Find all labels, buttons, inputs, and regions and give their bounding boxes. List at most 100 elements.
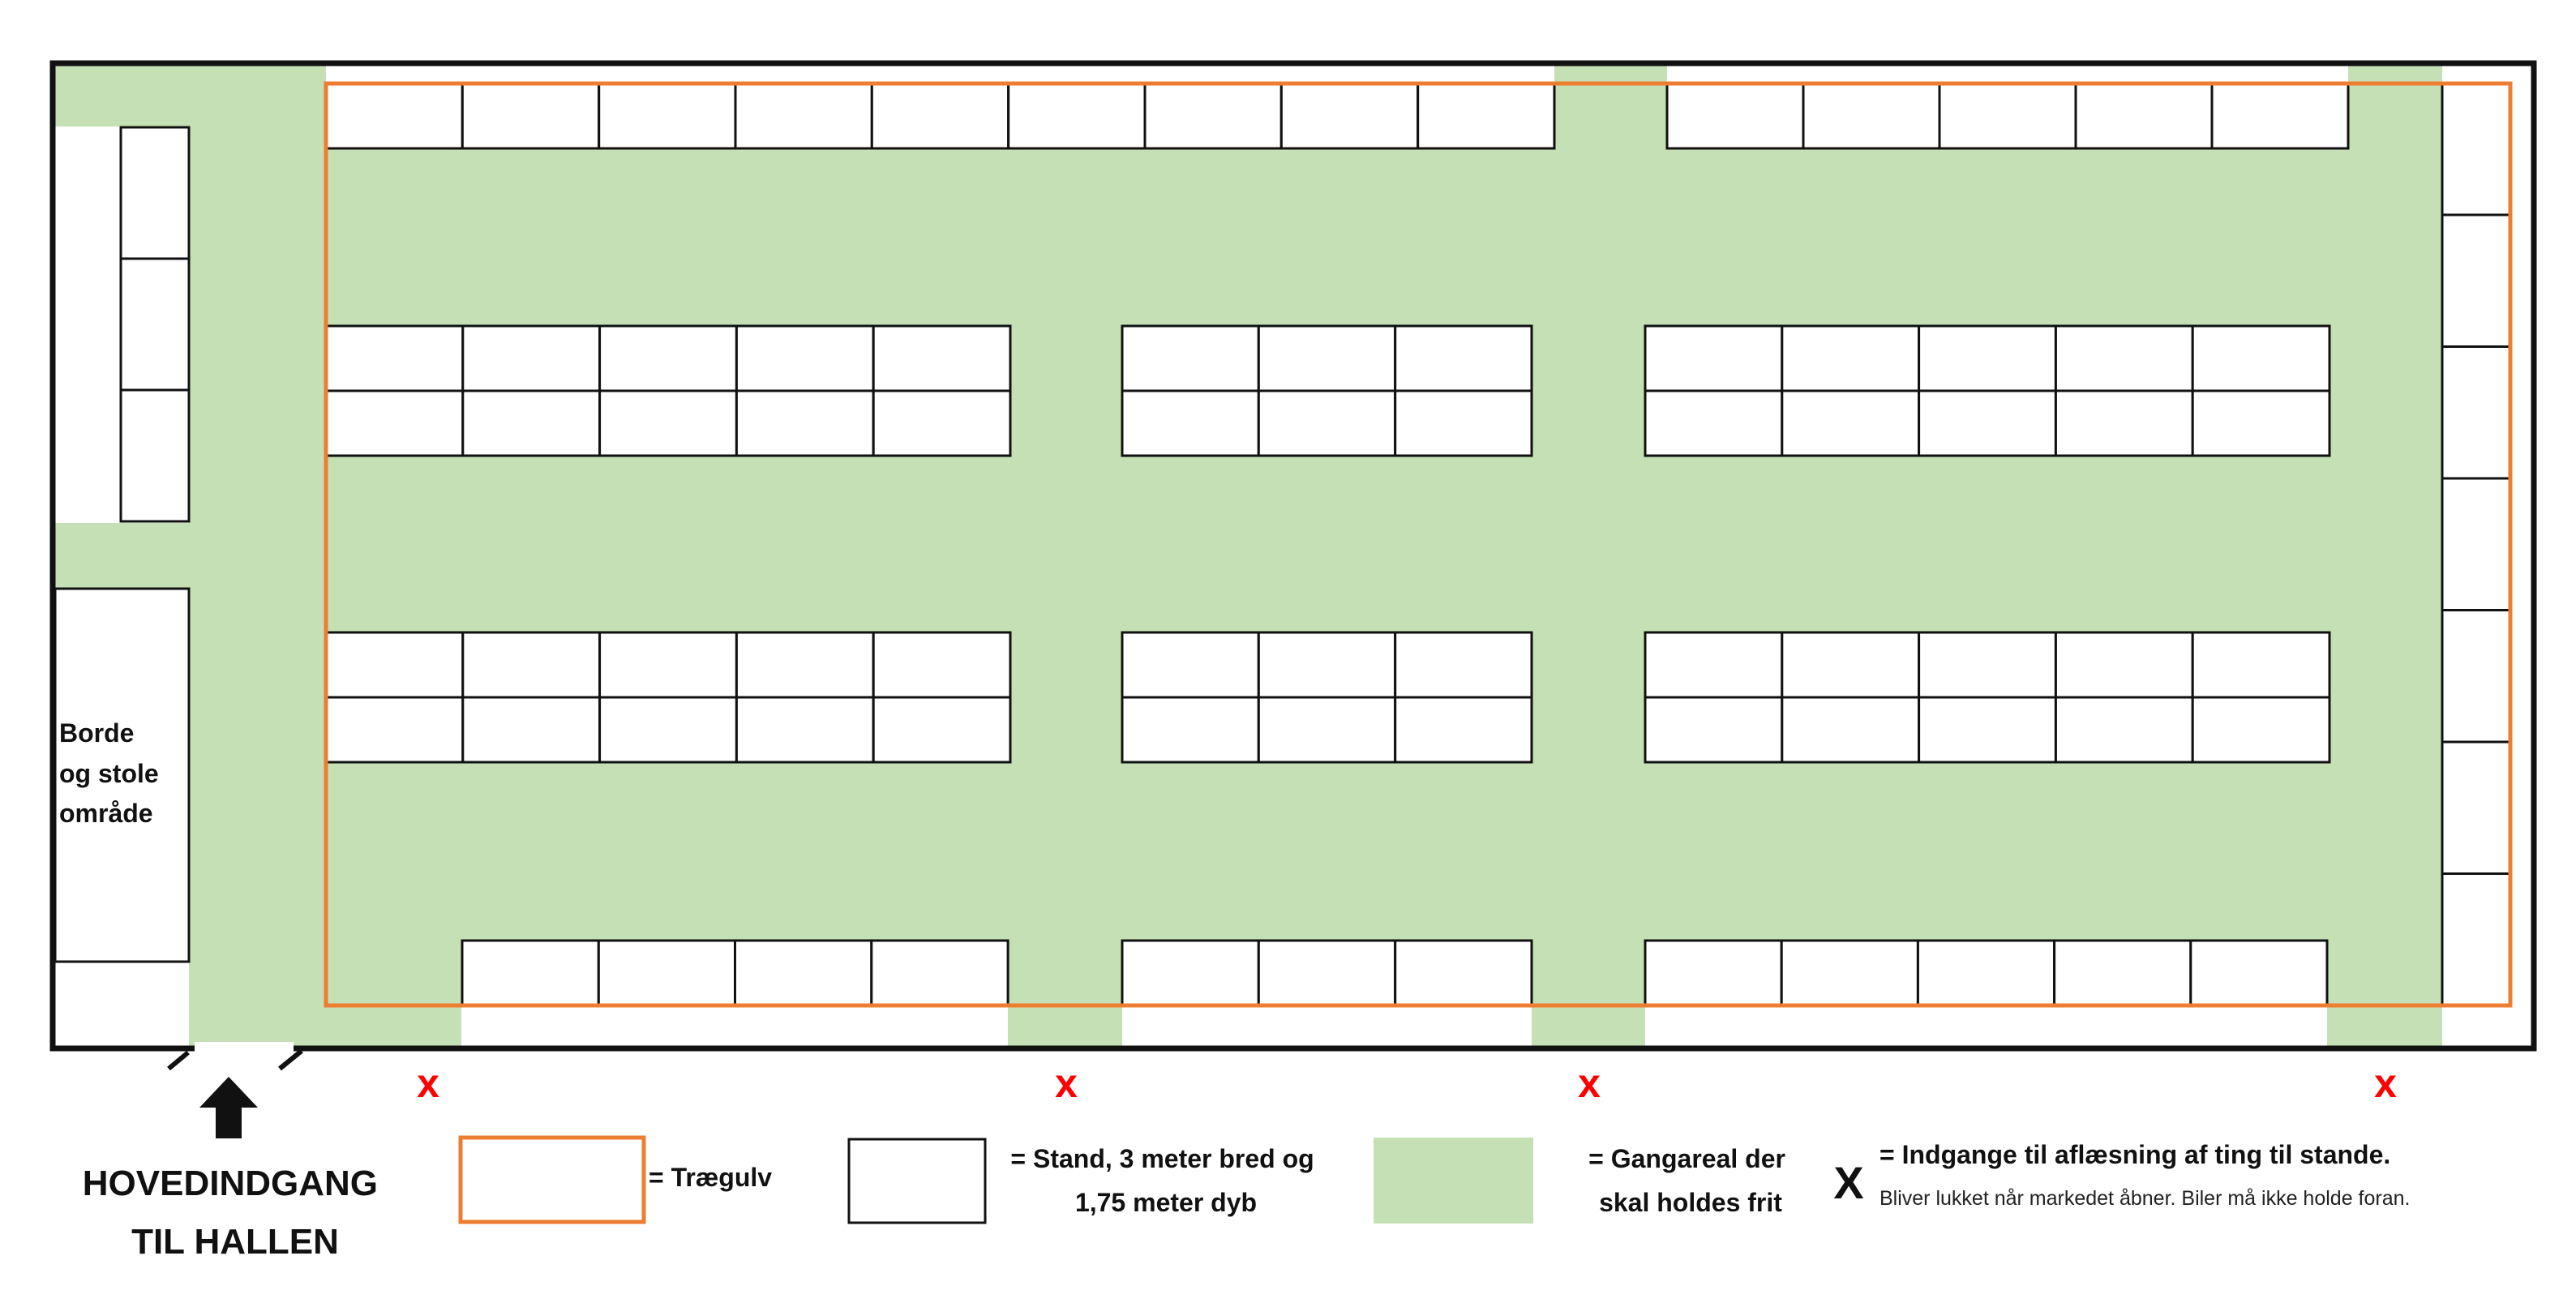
stand [2054, 631, 2194, 699]
stand [2441, 477, 2512, 611]
stand [1394, 389, 1533, 457]
stand [119, 257, 191, 392]
stand [2053, 939, 2192, 1007]
stand [1121, 389, 1260, 457]
stand [870, 939, 1009, 1007]
legend-aisle-label: = Gangareal der skal holdes frit [1588, 1144, 1793, 1217]
stand [2054, 696, 2194, 764]
stand [870, 82, 1010, 150]
stand [735, 324, 875, 392]
aisle-area [189, 63, 326, 1048]
stand [1279, 82, 1420, 150]
stand [2441, 609, 2512, 744]
stand [324, 389, 465, 457]
aisle-area [1532, 1005, 1645, 1048]
stand [324, 82, 464, 150]
door-right-jamb [278, 1048, 303, 1071]
legend-wood-floor-label: = Trægulv [649, 1163, 772, 1192]
aisle-area [55, 523, 190, 589]
stand [1257, 631, 1397, 699]
wood-floor-outline [324, 81, 2513, 1008]
seating-area-label: Borde og stole område [59, 718, 166, 828]
stand [461, 939, 600, 1007]
unloading-entrance-marker: x [2374, 1061, 2397, 1106]
stand [1121, 324, 1260, 392]
aisle-area [1554, 63, 1667, 84]
stand [872, 696, 1012, 764]
stand [324, 631, 465, 699]
stand [597, 939, 737, 1007]
unloading-entrance-marker: x [417, 1061, 439, 1106]
stand [2074, 82, 2214, 150]
stand [1007, 82, 1147, 150]
stand [2441, 82, 2512, 216]
stand [1918, 631, 2057, 699]
stand [872, 389, 1012, 457]
stand [735, 389, 875, 457]
aisle-area [1008, 1005, 1122, 1048]
stand [1257, 324, 1397, 392]
stand [1257, 389, 1397, 457]
stand [1394, 631, 1533, 699]
stand [1644, 631, 1784, 699]
door-left-jamb [167, 1050, 190, 1071]
stand [1918, 324, 2057, 392]
stand [1802, 82, 1941, 150]
stand [598, 631, 738, 699]
stand [1644, 324, 1784, 392]
unloading-entrance-marker: x [1055, 1061, 1078, 1106]
stand [1257, 939, 1397, 1007]
stand [1781, 324, 1921, 392]
hall-outer-wall [49, 60, 2537, 1052]
stand [2054, 389, 2194, 457]
stand [2054, 324, 2194, 392]
stand [1143, 82, 1283, 150]
stand [735, 696, 875, 764]
seating-area [54, 587, 191, 963]
legend-stand-label: = Stand, 3 meter bred og 1,75 meter dyb [1010, 1144, 1321, 1217]
stand [1916, 939, 2056, 1007]
stand [324, 696, 465, 764]
stand [2191, 324, 2331, 392]
legend-aisle-swatch [1374, 1138, 1533, 1224]
stand [119, 388, 191, 523]
stand [2191, 389, 2331, 457]
stand [1780, 939, 1919, 1007]
stand [1644, 389, 1784, 457]
aisle-area [326, 84, 2442, 1005]
stand [1394, 324, 1533, 392]
stand [2441, 872, 2512, 1007]
legend: = Trægulv = Stand, 3 meter bred og 1,75 … [458, 1135, 2410, 1224]
stand [2441, 740, 2512, 875]
stand [1417, 82, 1556, 150]
stand [119, 126, 191, 260]
legend-wood-floor-swatch [458, 1135, 646, 1224]
stand [872, 324, 1012, 392]
stand [734, 82, 873, 150]
legend-unloading-mark: X [1833, 1157, 1863, 1208]
stand [735, 631, 875, 699]
stand [1665, 82, 1805, 150]
stand [1781, 631, 1921, 699]
unloading-entrance-marker: x [1578, 1061, 1601, 1106]
arrow-up-icon [199, 1077, 258, 1138]
stand [2189, 939, 2329, 1007]
legend-stand-swatch [847, 1138, 987, 1224]
legend-unloading-label: = Indgange til aflæsning af ting til sta… [1879, 1140, 2390, 1169]
stand [734, 939, 873, 1007]
legend-unloading-note: Bliver lukket når markedet åbner. Biler … [1879, 1187, 2410, 1210]
stand [1257, 696, 1397, 764]
aisle-area [55, 63, 190, 126]
aisle-area [326, 1005, 461, 1048]
stand [598, 82, 737, 150]
stand [872, 631, 1012, 699]
stand [598, 696, 738, 764]
stand [2191, 631, 2331, 699]
aisle-area [2327, 1005, 2442, 1048]
stand [1121, 631, 1260, 699]
aisle-areas [55, 63, 2442, 1048]
main-entrance-gap [195, 1042, 294, 1055]
stand [1781, 389, 1921, 457]
